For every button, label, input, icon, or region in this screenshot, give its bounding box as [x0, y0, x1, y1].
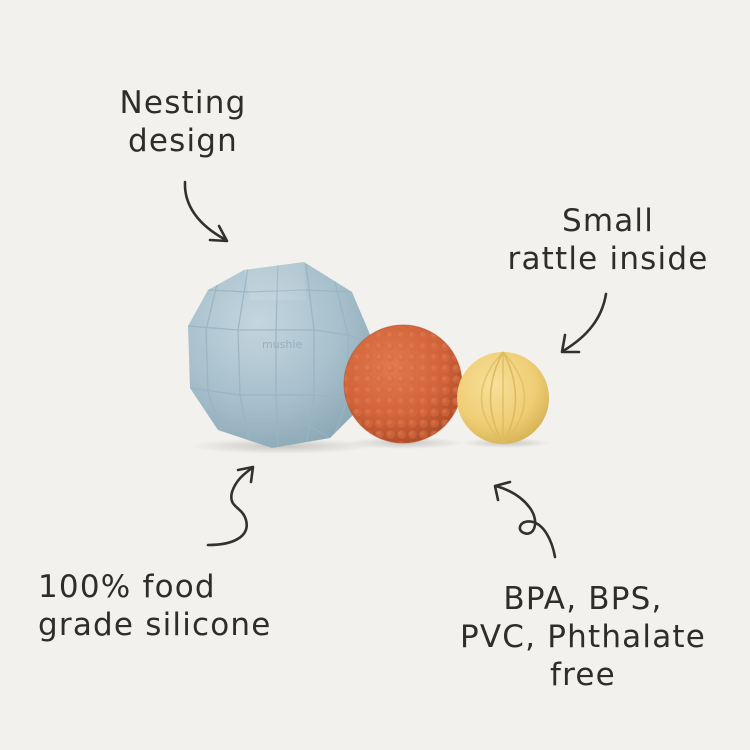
annotation-line: PVC, Phthalate — [459, 619, 707, 655]
annotation-bpa-free: BPA, BPS, PVC, Phthalate free — [458, 580, 708, 694]
annotation-line: rattle inside — [507, 241, 709, 277]
annotation-small-rattle: Small rattle inside — [498, 202, 718, 278]
annotation-line: grade silicone — [38, 607, 272, 643]
annotation-line: Small — [561, 203, 655, 239]
small-ribbed-ball — [457, 351, 549, 445]
annotation-line: design — [127, 123, 239, 159]
arrow-rattle-icon — [560, 292, 608, 354]
annotation-line: 100% food — [38, 569, 216, 605]
medium-textured-ball — [343, 324, 463, 444]
annotation-line: Nesting — [119, 85, 247, 121]
arrow-nesting-icon — [183, 180, 229, 243]
annotation-nesting-design: Nesting design — [118, 84, 248, 160]
annotation-line: BPA, BPS, — [503, 581, 663, 617]
annotation-line: free — [550, 657, 616, 693]
large-faceted-ball: mushie — [188, 262, 374, 448]
arrow-silicone-icon — [206, 465, 255, 547]
brand-logo: mushie — [262, 338, 302, 351]
arrow-free-icon — [493, 480, 557, 559]
annotation-food-grade-silicone: 100% food grade silicone — [38, 568, 298, 644]
